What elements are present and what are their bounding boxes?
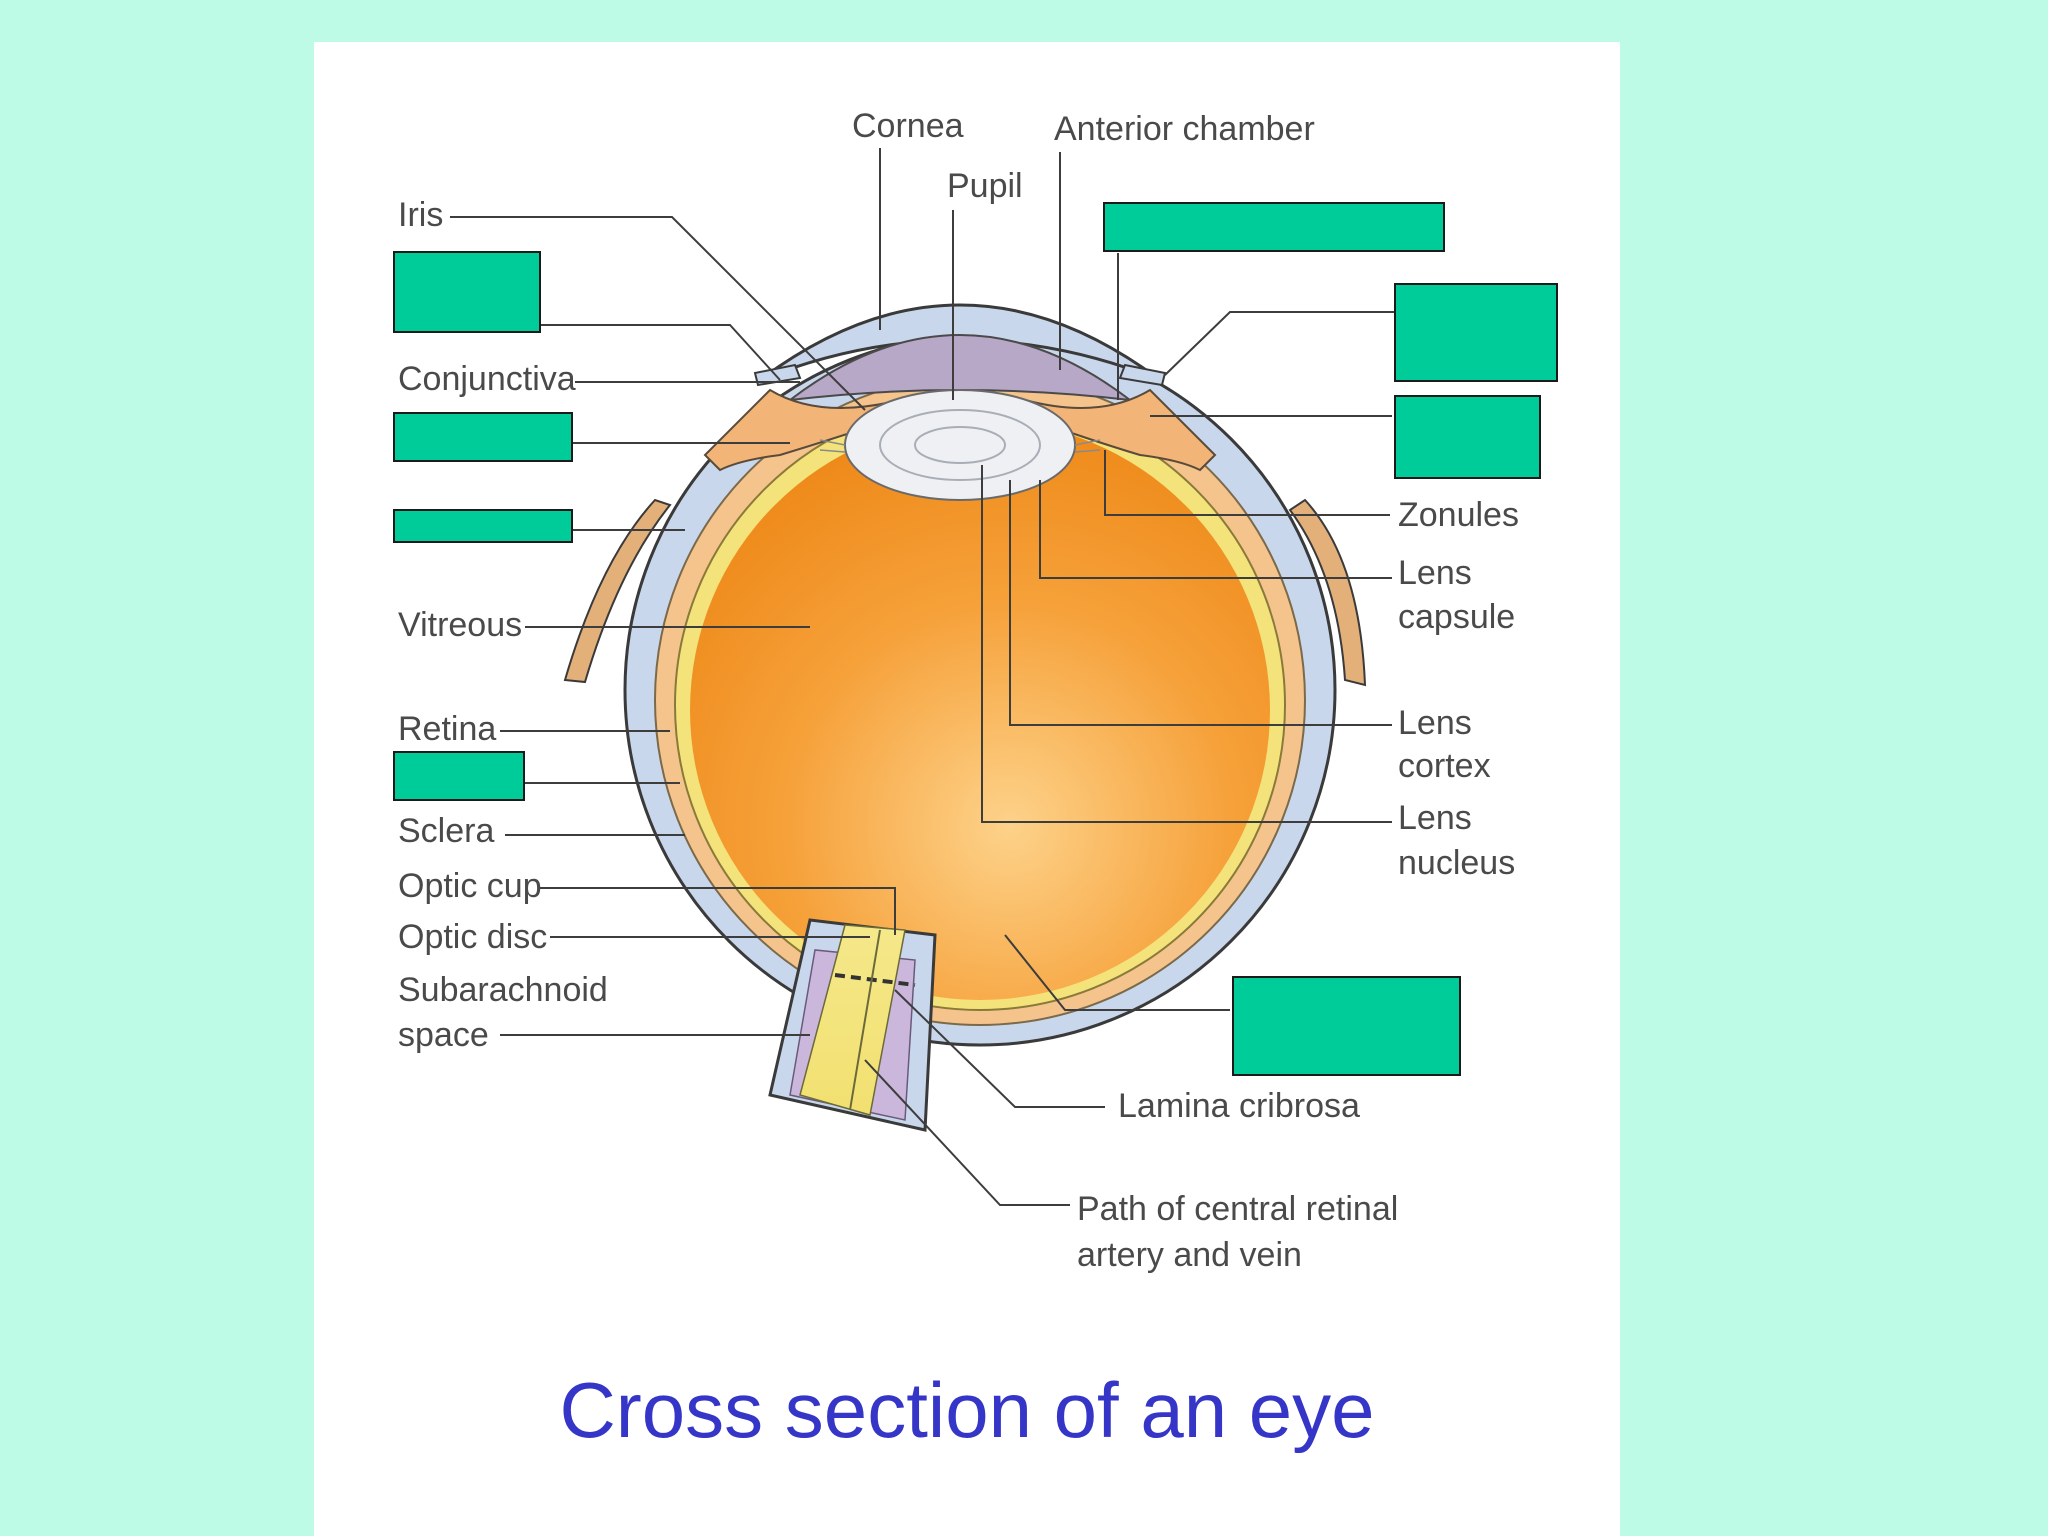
label-path-line2: artery and vein: [1077, 1236, 1302, 1274]
label-sclera: Sclera: [398, 812, 494, 850]
vitreous-body: [690, 420, 1270, 1000]
label-lens-nucleus-line1: Lens: [1398, 799, 1472, 837]
blank-box-5: [1103, 202, 1445, 252]
label-pupil: Pupil: [947, 167, 1023, 205]
slide-caption: Cross section of an eye: [559, 1366, 1375, 1454]
blank-box-7: [1394, 395, 1541, 479]
label-lens-capsule-line1: Lens: [1398, 554, 1472, 592]
label-subarachnoid: Subarachnoid: [398, 971, 608, 1009]
label-anterior-chamber: Anterior chamber: [1054, 110, 1315, 148]
iris-left: [703, 388, 907, 472]
label-vitreous: Vitreous: [398, 606, 522, 644]
label-lens-capsule-line2: capsule: [1398, 598, 1515, 636]
blank-label-boxes: [393, 202, 1558, 1076]
leader-lines: [450, 148, 1395, 1206]
label-iris: Iris: [398, 196, 443, 234]
lamina-line: [834, 973, 916, 987]
label-optic-disc: Optic disc: [398, 918, 547, 956]
upper-right-muscle: [1288, 498, 1367, 687]
lens-cortex-ring: [879, 409, 1041, 481]
lens-nucleus: [914, 426, 1006, 464]
label-conjunctiva: Conjunctiva: [398, 360, 576, 398]
blank-box-1: [393, 251, 541, 333]
optic-nerve-core: [799, 924, 906, 1116]
conjunctiva-right: [1118, 363, 1167, 387]
label-lens-cortex-line2: cortex: [1398, 747, 1491, 785]
label-retina: Retina: [398, 710, 496, 748]
label-optic-cup: Optic cup: [398, 867, 542, 905]
label-path-line1: Path of central retinal: [1077, 1190, 1398, 1228]
label-zonules: Zonules: [1398, 496, 1519, 534]
blank-box-6: [1394, 283, 1558, 382]
label-subarachnoid-space: space: [398, 1016, 489, 1054]
blank-box-4: [393, 751, 525, 801]
iris-right: [1018, 388, 1217, 472]
blank-box-3: [393, 509, 573, 543]
diagram-labels: Cornea Anterior chamber Pupil Iris Conju…: [398, 107, 1519, 1274]
label-lens-cortex-line1: Lens: [1398, 704, 1472, 742]
blank-box-8: [1232, 976, 1461, 1076]
label-cornea: Cornea: [852, 107, 964, 145]
upper-left-muscle: [563, 498, 672, 684]
zonules: [819, 439, 1101, 453]
label-lens-nucleus-line2: nucleus: [1398, 844, 1515, 882]
central-vessel: [849, 929, 881, 1111]
label-lamina-cribrosa: Lamina cribrosa: [1118, 1087, 1360, 1125]
blank-box-2: [393, 412, 573, 462]
